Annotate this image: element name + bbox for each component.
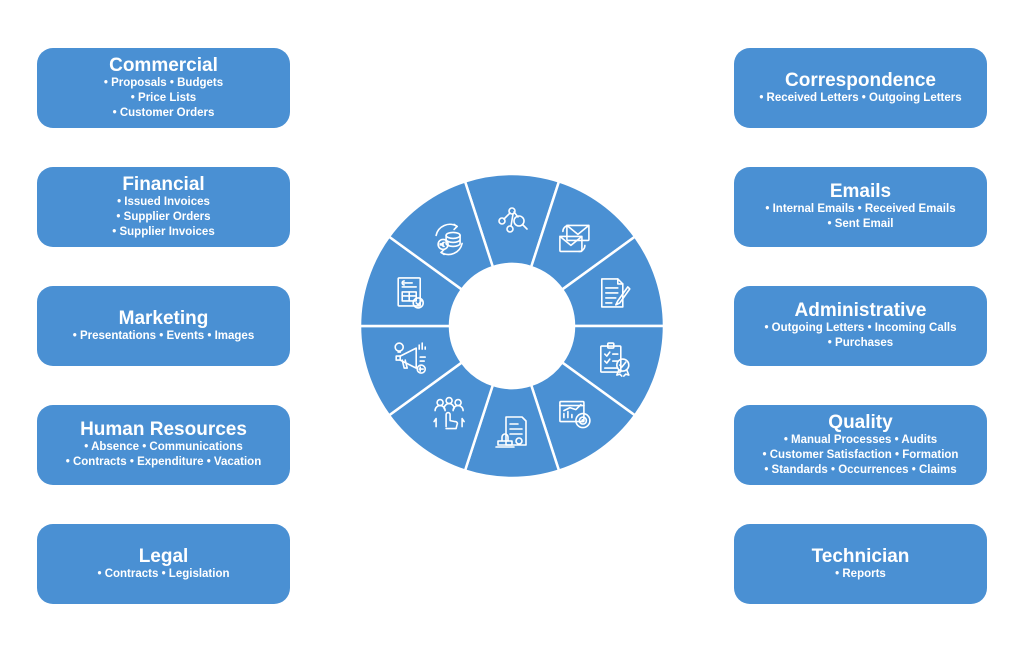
category-card-financial: Financial • Issued Invoices • Supplier O… bbox=[37, 167, 290, 247]
category-card-human-resources: Human Resources • Absence • Communicatio… bbox=[37, 405, 290, 485]
category-detail: • Price Lists bbox=[130, 91, 197, 104]
category-detail: • Supplier Invoices bbox=[112, 225, 215, 238]
category-title: Emails bbox=[829, 181, 892, 202]
category-title: Quality bbox=[828, 411, 893, 433]
category-detail: • Supplier Orders bbox=[116, 210, 211, 223]
category-card-commercial: Commercial • Proposals • Budgets • Price… bbox=[37, 48, 290, 128]
category-detail: • Contracts • Expenditure • Vacation bbox=[65, 456, 262, 468]
wheel-segments bbox=[358, 172, 666, 480]
wheel-segment-financial bbox=[387, 179, 495, 292]
category-detail: • Absence • Communications bbox=[84, 441, 243, 453]
category-detail: • Standards • Occurrences • Claims bbox=[764, 463, 957, 476]
network-search-icon bbox=[498, 207, 528, 233]
coins-cycle-icon bbox=[435, 223, 463, 256]
category-detail: • Outgoing Letters • Incoming Calls bbox=[764, 322, 957, 334]
document-pen-icon bbox=[600, 278, 631, 308]
category-title: Financial bbox=[122, 173, 205, 195]
category-detail: • Reports bbox=[835, 567, 886, 580]
category-card-legal: Legal • Contracts • Legislation bbox=[37, 524, 290, 604]
category-detail: • Manual Processes • Audits bbox=[783, 433, 938, 446]
category-detail: • Issued Invoices bbox=[117, 195, 210, 208]
category-card-emails: Emails • Internal Emails • Received Emai… bbox=[734, 167, 987, 247]
category-title: Marketing bbox=[118, 307, 209, 329]
category-card-administrative: Administrative • Outgoing Letters • Inco… bbox=[734, 286, 987, 366]
category-detail: • Purchases bbox=[827, 337, 894, 349]
category-card-quality: Quality • Manual Processes • Audits • Cu… bbox=[734, 405, 987, 485]
invoice-euro-icon bbox=[397, 277, 425, 309]
wheel-icons bbox=[394, 207, 631, 448]
category-title: Correspondence bbox=[785, 69, 936, 91]
stamp-document-icon bbox=[495, 416, 527, 448]
category-detail: • Sent Email bbox=[827, 218, 894, 230]
category-title: Technician bbox=[811, 545, 910, 567]
category-card-marketing: Marketing • Presentations • Events • Ima… bbox=[37, 286, 290, 366]
category-detail: • Internal Emails • Received Emails bbox=[765, 203, 956, 215]
category-detail: • Received Letters • Outgoing Letters bbox=[759, 91, 962, 104]
category-title: Legal bbox=[138, 545, 189, 567]
category-detail: • Customer Satisfaction • Formation bbox=[762, 448, 959, 461]
checklist-badge-icon bbox=[599, 342, 630, 377]
category-detail: • Customer Orders bbox=[112, 106, 215, 119]
category-title: Human Resources bbox=[80, 419, 247, 440]
chart-target-icon bbox=[559, 400, 591, 429]
category-card-technician: Technician • Reports bbox=[734, 524, 987, 604]
megaphone-idea-icon bbox=[394, 342, 427, 374]
envelopes-icon bbox=[559, 224, 590, 253]
team-hand-icon bbox=[433, 396, 465, 430]
category-detail: • Contracts • Legislation bbox=[97, 567, 230, 580]
category-title: Administrative bbox=[794, 300, 927, 321]
category-title: Commercial bbox=[109, 54, 218, 76]
category-card-correspondence: Correspondence • Received Letters • Outg… bbox=[734, 48, 987, 128]
category-wheel bbox=[358, 172, 666, 480]
category-detail: • Presentations • Events • Images bbox=[72, 329, 255, 342]
category-detail: • Proposals • Budgets bbox=[103, 76, 224, 89]
